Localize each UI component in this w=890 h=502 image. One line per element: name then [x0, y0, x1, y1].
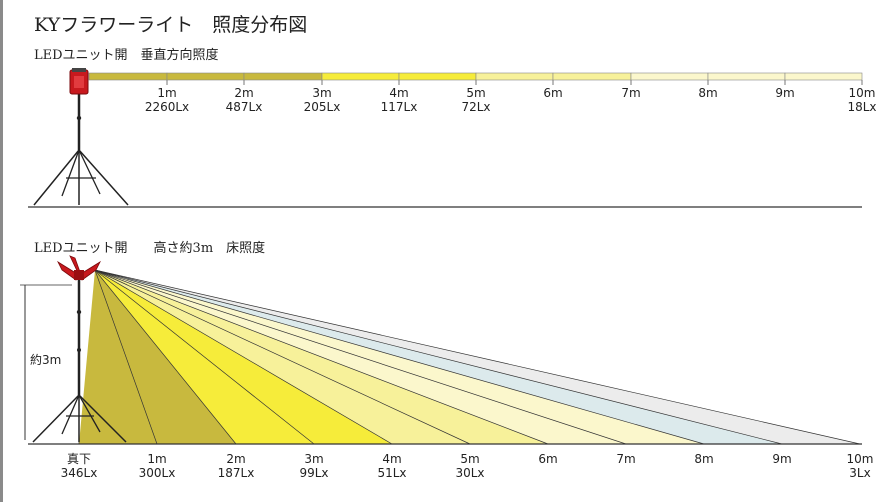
floor-wedge	[79, 270, 157, 444]
lux-label: 117Lx	[380, 100, 418, 114]
distance-label: 2m	[226, 452, 246, 466]
lux-label: 2260Lx	[144, 100, 190, 114]
distance-label: 1m	[147, 452, 167, 466]
distance-label: 9m	[775, 86, 795, 100]
vertical-band	[88, 72, 168, 81]
floor-marker: 6m	[518, 452, 578, 466]
lux-label: 51Lx	[377, 466, 407, 480]
lux-label: 205Lx	[303, 100, 341, 114]
distance-label: 7m	[616, 452, 636, 466]
distance-label: 1m	[157, 86, 177, 100]
lux-label: 30Lx	[455, 466, 485, 480]
distance-label: 6m	[538, 452, 558, 466]
vertical-section-heading: LEDユニット開 垂直方向照度	[34, 48, 219, 63]
distance-label: 10m	[848, 86, 876, 100]
lux-label: 346Lx	[60, 466, 98, 480]
floor-ray	[94, 269, 471, 445]
distance-label: 8m	[698, 86, 718, 100]
lux-label: 99Lx	[299, 466, 329, 480]
distance-label: 9m	[772, 452, 792, 466]
floor-ray	[94, 269, 158, 445]
lux-label: 187Lx	[217, 466, 255, 480]
vertical-band	[784, 72, 863, 81]
distance-label: 10m	[846, 452, 874, 466]
distance-label: 6m	[543, 86, 563, 100]
floor-section-heading: LEDユニット開 高さ約3m 床照度	[34, 241, 266, 256]
left-edge-border	[0, 0, 3, 502]
page-title: KYフラワーライト 照度分布図	[34, 14, 308, 36]
lux-label: 300Lx	[138, 466, 176, 480]
vertical-band	[552, 72, 632, 81]
vertical-band	[243, 72, 323, 81]
vertical-illuminance-bar	[88, 72, 863, 85]
distance-label: 3m	[312, 86, 332, 100]
vertical-marker: 6m	[523, 86, 583, 100]
vertical-band	[398, 72, 477, 81]
distance-label: 真下	[66, 452, 91, 466]
distance-label: 3m	[304, 452, 324, 466]
vertical-band	[475, 72, 554, 81]
distance-label: 4m	[382, 452, 402, 466]
lux-label: 18Lx	[847, 100, 877, 114]
height-label: 約3m	[30, 353, 62, 367]
floor-marker: 7m	[596, 452, 656, 466]
floor-ray	[94, 269, 237, 445]
floor-marker: 9m	[752, 452, 812, 466]
floor-ray	[94, 269, 315, 445]
height-indicator	[20, 284, 72, 440]
vertical-band	[321, 72, 400, 81]
floor-ray	[94, 269, 627, 445]
vertical-band	[166, 72, 245, 81]
lux-label: 487Lx	[225, 100, 263, 114]
tripod-light-icon	[32, 255, 127, 443]
floor-ray	[94, 269, 705, 445]
vertical-marker: 7m	[601, 86, 661, 100]
vertical-marker: 9m	[755, 86, 815, 100]
tripod-light-icon	[33, 68, 129, 206]
distance-label: 2m	[234, 86, 254, 100]
floor-ray	[94, 269, 393, 445]
lux-label: 72Lx	[461, 100, 491, 114]
floor-ray	[94, 269, 783, 445]
distance-label: 4m	[389, 86, 409, 100]
floor-illuminance-fan	[78, 269, 861, 445]
vertical-band	[630, 72, 709, 81]
floor-ray	[94, 269, 861, 445]
distance-label: 5m	[466, 86, 486, 100]
lux-label: 3Lx	[849, 466, 871, 480]
distance-label: 8m	[694, 452, 714, 466]
vertical-marker: 8m	[678, 86, 738, 100]
floor-marker: 8m	[674, 452, 734, 466]
distance-label: 7m	[621, 86, 641, 100]
distance-label: 5m	[460, 452, 480, 466]
floor-ray	[94, 269, 549, 445]
vertical-band	[707, 72, 786, 81]
